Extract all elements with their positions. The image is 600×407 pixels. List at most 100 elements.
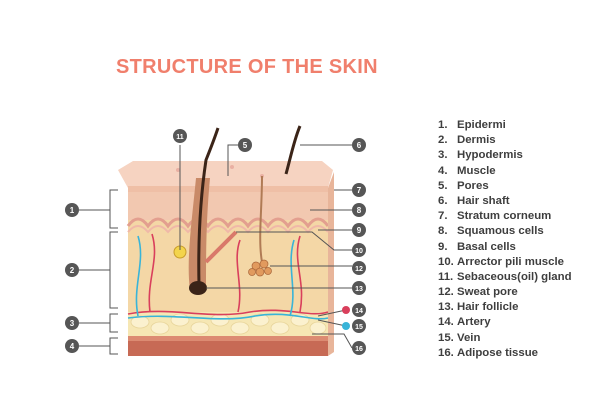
basal-cells-wave-inner xyxy=(127,225,329,234)
legend-item-label: Squamous cells xyxy=(457,225,544,238)
callout-circle-5 xyxy=(238,138,252,152)
legend-item-label: Sebaceous(oil) gland xyxy=(457,270,572,283)
legend-item-number: 7. xyxy=(438,210,448,223)
legend-item-label: Artery xyxy=(457,316,491,329)
legend-item-label: Basal cells xyxy=(457,240,516,253)
legend-item: 15.Vein xyxy=(438,331,572,346)
callout-circle-11 xyxy=(173,129,187,143)
callout-circle-14 xyxy=(352,303,366,317)
muscle-layer-top xyxy=(128,336,328,341)
vein-callout-dot xyxy=(342,322,350,330)
legend-item-label: Arrector pili muscle xyxy=(457,255,564,268)
callout-number-9: 9 xyxy=(357,226,362,235)
legend-item-label: Epidermi xyxy=(457,119,506,131)
legend-item-number: 10. xyxy=(438,255,454,268)
legend-item: 14.Artery xyxy=(438,315,572,330)
callout-circle-3 xyxy=(65,316,79,330)
legend-item-label: Vein xyxy=(457,331,481,344)
callout-circle-10 xyxy=(352,243,366,257)
callout-circle-15 xyxy=(352,319,366,333)
callout-number-11: 11 xyxy=(176,134,184,141)
skin-side-face xyxy=(328,172,334,356)
callout-circle-7 xyxy=(352,183,366,197)
callout-number-6: 6 xyxy=(357,141,362,150)
legend-item-label: Hair follicle xyxy=(457,301,519,314)
callout-number-8: 8 xyxy=(357,206,362,215)
callout-number-15: 15 xyxy=(355,324,363,331)
legend-item-number: 13. xyxy=(438,301,454,314)
legend-item-label: Muscle xyxy=(457,164,496,177)
pore-mark xyxy=(230,165,234,169)
arrector-pili-muscle xyxy=(204,230,238,264)
pore-mark xyxy=(176,168,180,172)
callout-number-2: 2 xyxy=(70,266,75,275)
callout-number-7: 7 xyxy=(357,186,362,195)
legend-item-label: Stratum corneum xyxy=(457,210,552,223)
legend-item: 5. Pores xyxy=(438,179,572,194)
callout-circle-1 xyxy=(65,203,79,217)
legend-item-label: Hypodermis xyxy=(457,149,523,162)
legend-item: 4. Muscle xyxy=(438,164,572,179)
callout-number-5: 5 xyxy=(243,141,248,150)
legend-item: 1. Epidermi xyxy=(438,118,572,133)
legend-item: 13.Hair follicle xyxy=(438,300,572,315)
callout-circle-4 xyxy=(65,339,79,353)
callout-circle-9 xyxy=(352,223,366,237)
legend-item: 6. Hair shaft xyxy=(438,194,572,209)
callout-number-13: 13 xyxy=(355,286,363,293)
legend-item-number: 6. xyxy=(438,194,448,207)
callout-circle-16 xyxy=(352,341,366,355)
artery-callout-dot xyxy=(342,306,350,314)
legend-item-label: Hair shaft xyxy=(457,194,510,207)
basal-cells-wave xyxy=(126,217,330,229)
legend-item: 11.Sebaceous(oil) gland xyxy=(438,270,572,285)
bracket-leaders xyxy=(79,209,110,347)
callout-number-4: 4 xyxy=(70,342,75,351)
legend-item-number: 12. xyxy=(438,286,454,299)
vein-vessels xyxy=(127,235,329,320)
skin-top-surface xyxy=(118,161,333,188)
legend-list: 1.Epidermi 2.Dermis 3.Hypodermis 4.Muscl… xyxy=(438,118,572,361)
sweat-gland-coil xyxy=(248,259,272,277)
legend-item-number: 4. xyxy=(438,164,448,177)
callout-number-16: 16 xyxy=(355,346,363,353)
dermis-layer xyxy=(128,220,328,314)
legend-item: 10.Arrector pili muscle xyxy=(438,255,572,270)
legend-item-label: Pores xyxy=(457,179,489,192)
legend-item-number: 8. xyxy=(438,225,448,238)
legend-item: 3. Hypodermis xyxy=(438,148,572,163)
hair-shaft xyxy=(197,127,220,286)
callout-circle-2 xyxy=(65,263,79,277)
hair-bulb xyxy=(189,281,207,295)
callout-number-12: 12 xyxy=(355,266,363,273)
callout-number-10: 10 xyxy=(355,248,363,255)
callout-number-14: 14 xyxy=(355,308,363,315)
legend-item: 7. Stratum corneum xyxy=(438,209,572,224)
artery-vessels xyxy=(127,233,329,316)
diagram-title: STRUCTURE OF THE SKIN xyxy=(116,56,378,78)
legend-item-number: 11. xyxy=(438,270,454,283)
callout-circle-12 xyxy=(352,261,366,275)
callout-number-1: 1 xyxy=(70,206,75,215)
callout-leader-lines xyxy=(179,144,353,349)
legend-item-number: 14. xyxy=(438,316,454,329)
callout-circle-13 xyxy=(352,281,366,295)
legend-item-number: 15. xyxy=(438,331,454,344)
legend-item-number: 2. xyxy=(438,134,448,147)
hair-shaft-surface xyxy=(284,125,302,175)
callout-circle-8 xyxy=(352,203,366,217)
stratum-corneum-band xyxy=(128,186,328,192)
legend-item-number: 3. xyxy=(438,149,448,162)
legend-item-label: Sweat pore xyxy=(457,286,518,299)
callout-circle-6 xyxy=(352,138,366,152)
legend-item: 12.Sweat pore xyxy=(438,285,572,300)
legend-item-number: 5. xyxy=(438,179,448,192)
legend-item-number: 1. xyxy=(438,119,448,131)
legend-item: 9. Basal cells xyxy=(438,240,572,255)
legend-item: 16.Adipose tissue xyxy=(438,346,572,361)
sweat-duct xyxy=(259,175,263,263)
legend-item-number: 16. xyxy=(438,346,454,359)
callout-number-3: 3 xyxy=(70,319,75,328)
legend-item-number: 9. xyxy=(438,240,448,253)
